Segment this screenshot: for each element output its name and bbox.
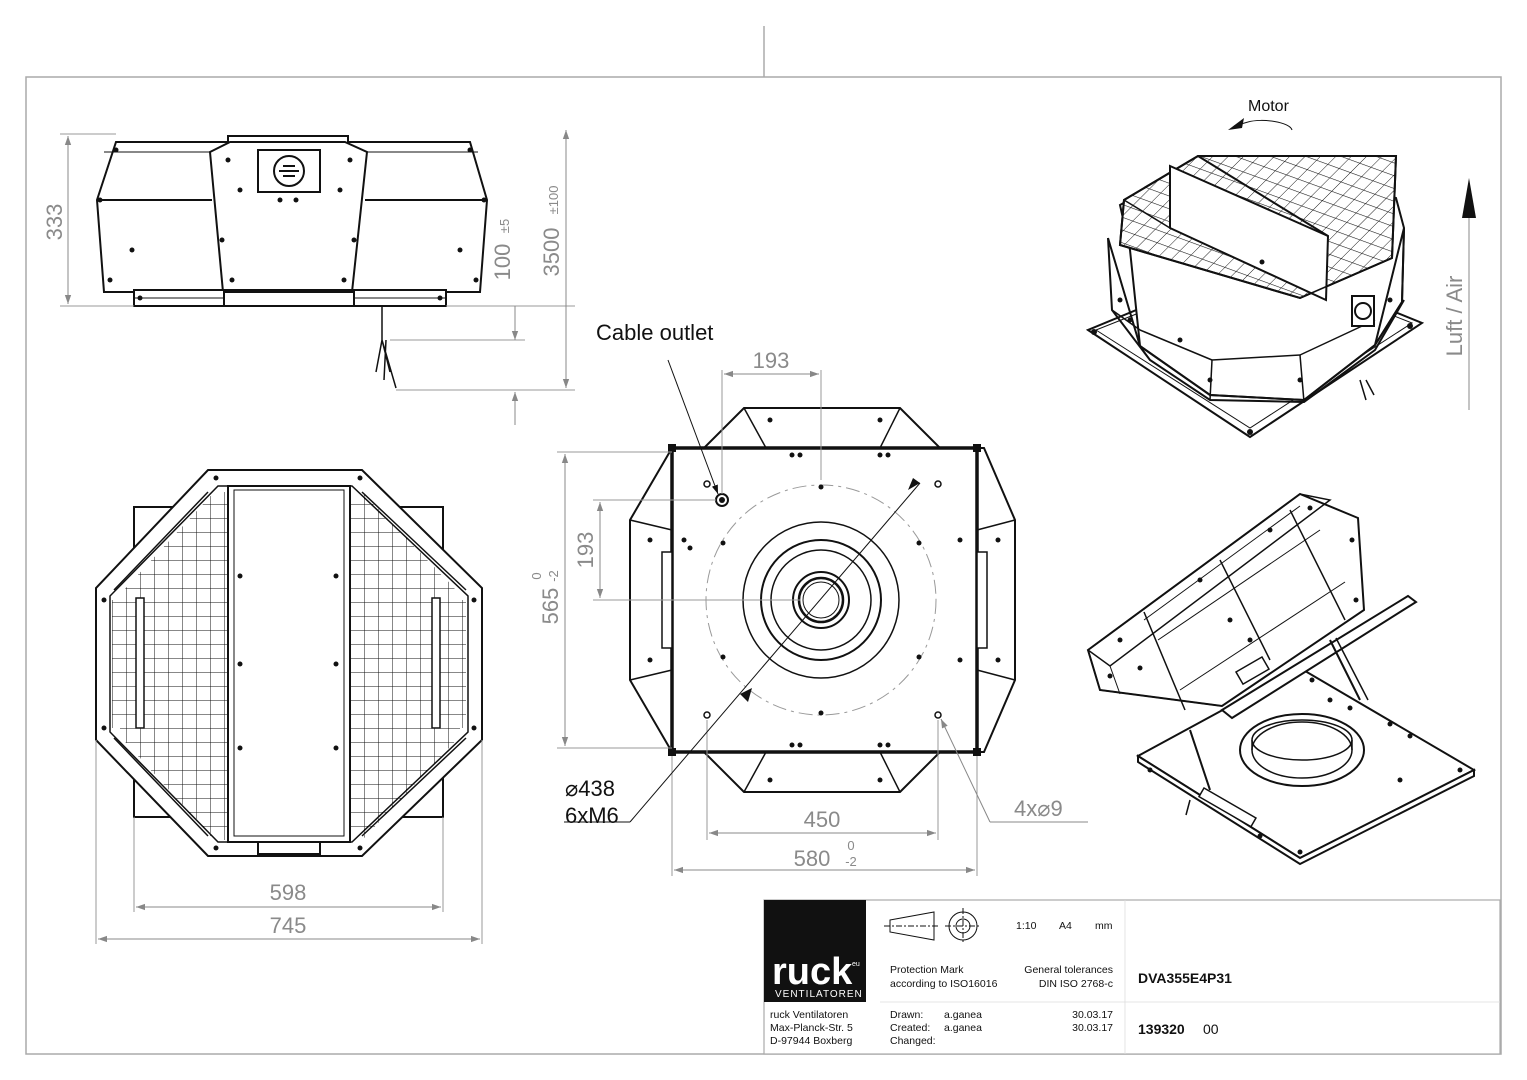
protection-mark-line-1: Protection Mark: [890, 964, 964, 976]
dim-hole-spacing: 450: [804, 807, 841, 832]
drawing-units: mm: [1095, 920, 1113, 932]
dim-cable-length: 3500: [539, 228, 564, 277]
company-logo-subtitle: VENTILATOREN: [775, 989, 863, 1000]
model-number: DVA355E4P31: [1138, 970, 1232, 986]
bottom-view: [629, 407, 1016, 793]
dim-base-height-tol-upper: 0: [529, 572, 544, 579]
drawn-label: Drawn:: [890, 1009, 923, 1021]
isometric-view: [1085, 155, 1425, 439]
dim-side-height: 333: [42, 204, 67, 241]
article-number: 139320: [1138, 1021, 1185, 1037]
top-view: [95, 469, 483, 857]
revision-number: 00: [1203, 1021, 1219, 1037]
drawing-scale: 1:10: [1016, 920, 1037, 932]
side-view: [95, 135, 489, 389]
dim-base-width-tol-upper: 0: [847, 838, 854, 853]
dim-holes: 4x⌀9: [1014, 796, 1063, 821]
dim-base-width-tol-lower: -2: [845, 854, 857, 869]
company-logo-superscript: eu: [852, 961, 860, 968]
airflow-arrow: [1462, 178, 1476, 410]
side-view-dimensions: [60, 130, 575, 425]
created-by: a.ganea: [944, 1022, 982, 1034]
dim-cable-outlet-x: 193: [753, 348, 790, 373]
dim-bolt-circle: ⌀438: [565, 776, 615, 801]
company-logo: ruck: [772, 951, 853, 993]
company-address-line-3: D-97944 Boxberg: [770, 1035, 852, 1047]
company-address-line-2: Max-Planck-Str. 5: [770, 1022, 853, 1034]
created-date: 30.03.17: [1072, 1022, 1113, 1034]
drawn-date: 30.03.17: [1072, 1009, 1113, 1021]
dim-pipe-length: 100: [490, 244, 515, 281]
motor-rotation-arrow: [1228, 118, 1293, 131]
changed-label: Changed:: [890, 1035, 936, 1047]
general-tolerances-line-1: General tolerances: [1024, 964, 1113, 976]
drawn-by: a.ganea: [944, 1009, 982, 1021]
company-address-line-1: ruck Ventilatoren: [770, 1009, 848, 1021]
created-label: Created:: [890, 1022, 930, 1034]
motor-label: Motor: [1248, 98, 1290, 115]
dim-base-height-tol-lower: -2: [546, 570, 561, 582]
isometric-open-view: [1086, 492, 1477, 866]
dim-cable-tolerance: ±100: [546, 186, 561, 215]
general-tolerances-line-2: DIN ISO 2768-c: [1039, 978, 1113, 990]
cable-outlet-label: Cable outlet: [596, 320, 713, 345]
bottom-view-dimensions: [557, 359, 1088, 876]
dim-bolt-thread: 6xM6: [565, 803, 619, 828]
top-view-dimensions: [95, 740, 483, 944]
dim-cable-outlet-y: 193: [573, 532, 598, 569]
airflow-label: Luft / Air: [1442, 276, 1467, 357]
projection-symbol-icon: [884, 908, 981, 944]
dim-base-height: 565: [538, 588, 563, 625]
dim-top-width-inner: 598: [270, 880, 307, 905]
dim-top-width-outer: 745: [270, 913, 307, 938]
protection-mark-line-2: according to ISO16016: [890, 978, 998, 990]
dim-base-width: 580: [794, 846, 831, 871]
paper-format: A4: [1059, 920, 1072, 932]
title-block: [763, 899, 1501, 1055]
dim-pipe-tolerance: ±5: [497, 219, 512, 233]
